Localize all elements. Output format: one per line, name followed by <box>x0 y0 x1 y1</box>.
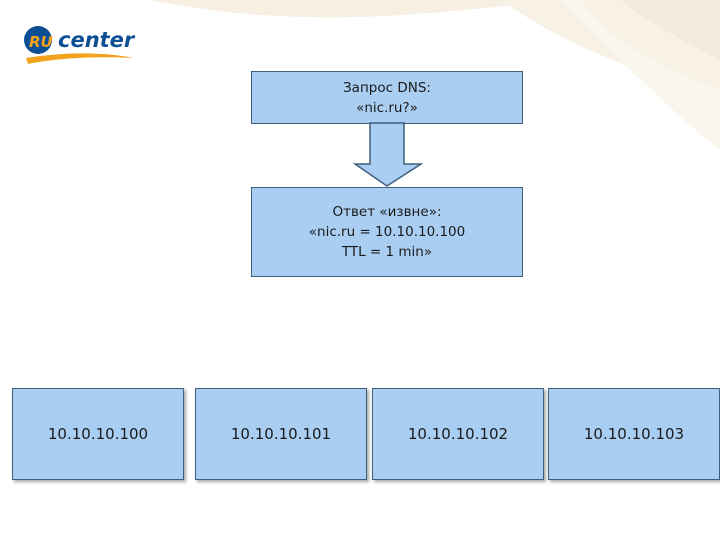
server-box-1: 10.10.10.100 <box>12 388 184 480</box>
logo-mark: RU <box>29 33 53 51</box>
dns-answer-box: Ответ «извне»: «nic.ru = 10.10.10.100 TT… <box>251 187 523 277</box>
answer-line-2: «nic.ru = 10.10.10.100 <box>308 224 466 240</box>
down-arrow-icon <box>353 122 423 187</box>
query-line-1: Запрос DNS: <box>343 79 431 96</box>
server-box-3: 10.10.10.102 <box>372 388 544 480</box>
answer-line-3: TTL = 1 min» <box>341 244 433 260</box>
server-ip-3: 10.10.10.102 <box>407 425 509 443</box>
logo-word: center <box>58 28 135 52</box>
answer-line-1: Ответ «извне»: <box>332 204 442 220</box>
server-box-4: 10.10.10.103 <box>548 388 720 480</box>
server-ip-1: 10.10.10.100 <box>47 425 149 443</box>
query-line-2: «nic.ru?» <box>356 99 418 116</box>
server-ip-2: 10.10.10.101 <box>230 425 332 443</box>
server-box-2: 10.10.10.101 <box>195 388 367 480</box>
dns-query-box: Запрос DNS: «nic.ru?» <box>251 71 523 124</box>
ru-center-logo: RU center <box>22 20 142 70</box>
server-ip-4: 10.10.10.103 <box>583 425 685 443</box>
logo-swoosh-icon: RU <box>24 26 134 64</box>
